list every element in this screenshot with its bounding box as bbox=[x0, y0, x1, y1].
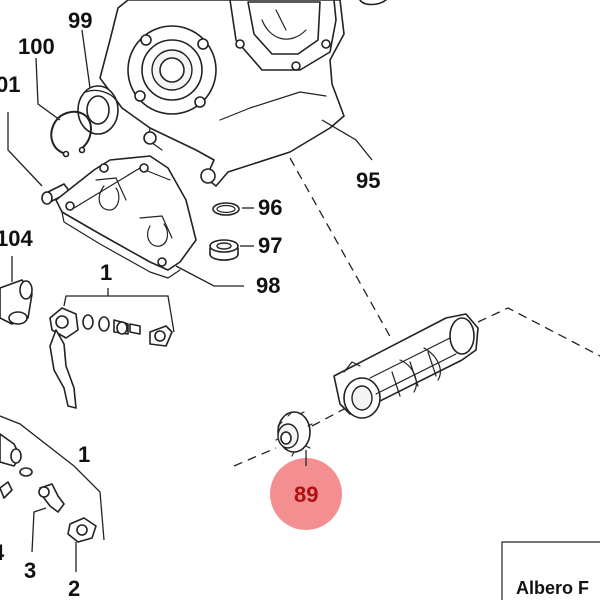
tee-fitting-part-104 bbox=[0, 279, 33, 325]
highlight-circle-89 bbox=[270, 458, 342, 530]
leader-95 bbox=[321, 119, 373, 161]
callout-104: 104 bbox=[0, 226, 33, 251]
leader-3 bbox=[31, 507, 47, 553]
callout-95: 95 bbox=[356, 168, 380, 193]
leader-98 bbox=[175, 265, 244, 287]
axis-line-gear-left bbox=[233, 447, 277, 467]
lower-fittings-part-1 bbox=[0, 433, 97, 543]
callout-1-lower: 1 bbox=[78, 442, 90, 467]
bracket-1-upper bbox=[63, 295, 175, 333]
callout-100: 100 bbox=[18, 34, 55, 59]
pump-housing-part-95 bbox=[99, 0, 387, 187]
title-box: Albero F bbox=[501, 541, 600, 600]
callout-99: 99 bbox=[68, 8, 92, 33]
leader-100 bbox=[35, 57, 61, 121]
callout-1-upper: 1 bbox=[100, 260, 112, 285]
callout-89: 89 bbox=[294, 482, 318, 507]
axis-line-gear-right bbox=[311, 407, 347, 427]
axis-line-upper bbox=[289, 157, 393, 341]
axis-line-right bbox=[477, 307, 600, 357]
o-ring-part-96 bbox=[212, 202, 240, 216]
callout-101: 01 bbox=[0, 72, 20, 97]
snap-ring-part-100 bbox=[50, 110, 92, 158]
callout-2: 2 bbox=[68, 576, 80, 600]
bushing-part-97 bbox=[209, 239, 239, 261]
callout-98: 98 bbox=[256, 273, 280, 298]
bracket-1-lower bbox=[0, 415, 105, 541]
gear-part-89 bbox=[270, 411, 342, 530]
shaft-cage-part bbox=[333, 313, 479, 419]
support-plate-part-98 bbox=[55, 155, 197, 279]
seal-part-99 bbox=[77, 85, 119, 135]
callout-4: 4 bbox=[0, 540, 5, 565]
callout-97: 97 bbox=[258, 233, 282, 258]
leader-99 bbox=[81, 29, 91, 89]
callout-96: 96 bbox=[258, 195, 282, 220]
leader-101 bbox=[7, 112, 43, 187]
valve-assembly-part-1 bbox=[49, 307, 173, 409]
callout-3: 3 bbox=[24, 558, 36, 583]
title-box-text: Albero F bbox=[516, 578, 589, 598]
